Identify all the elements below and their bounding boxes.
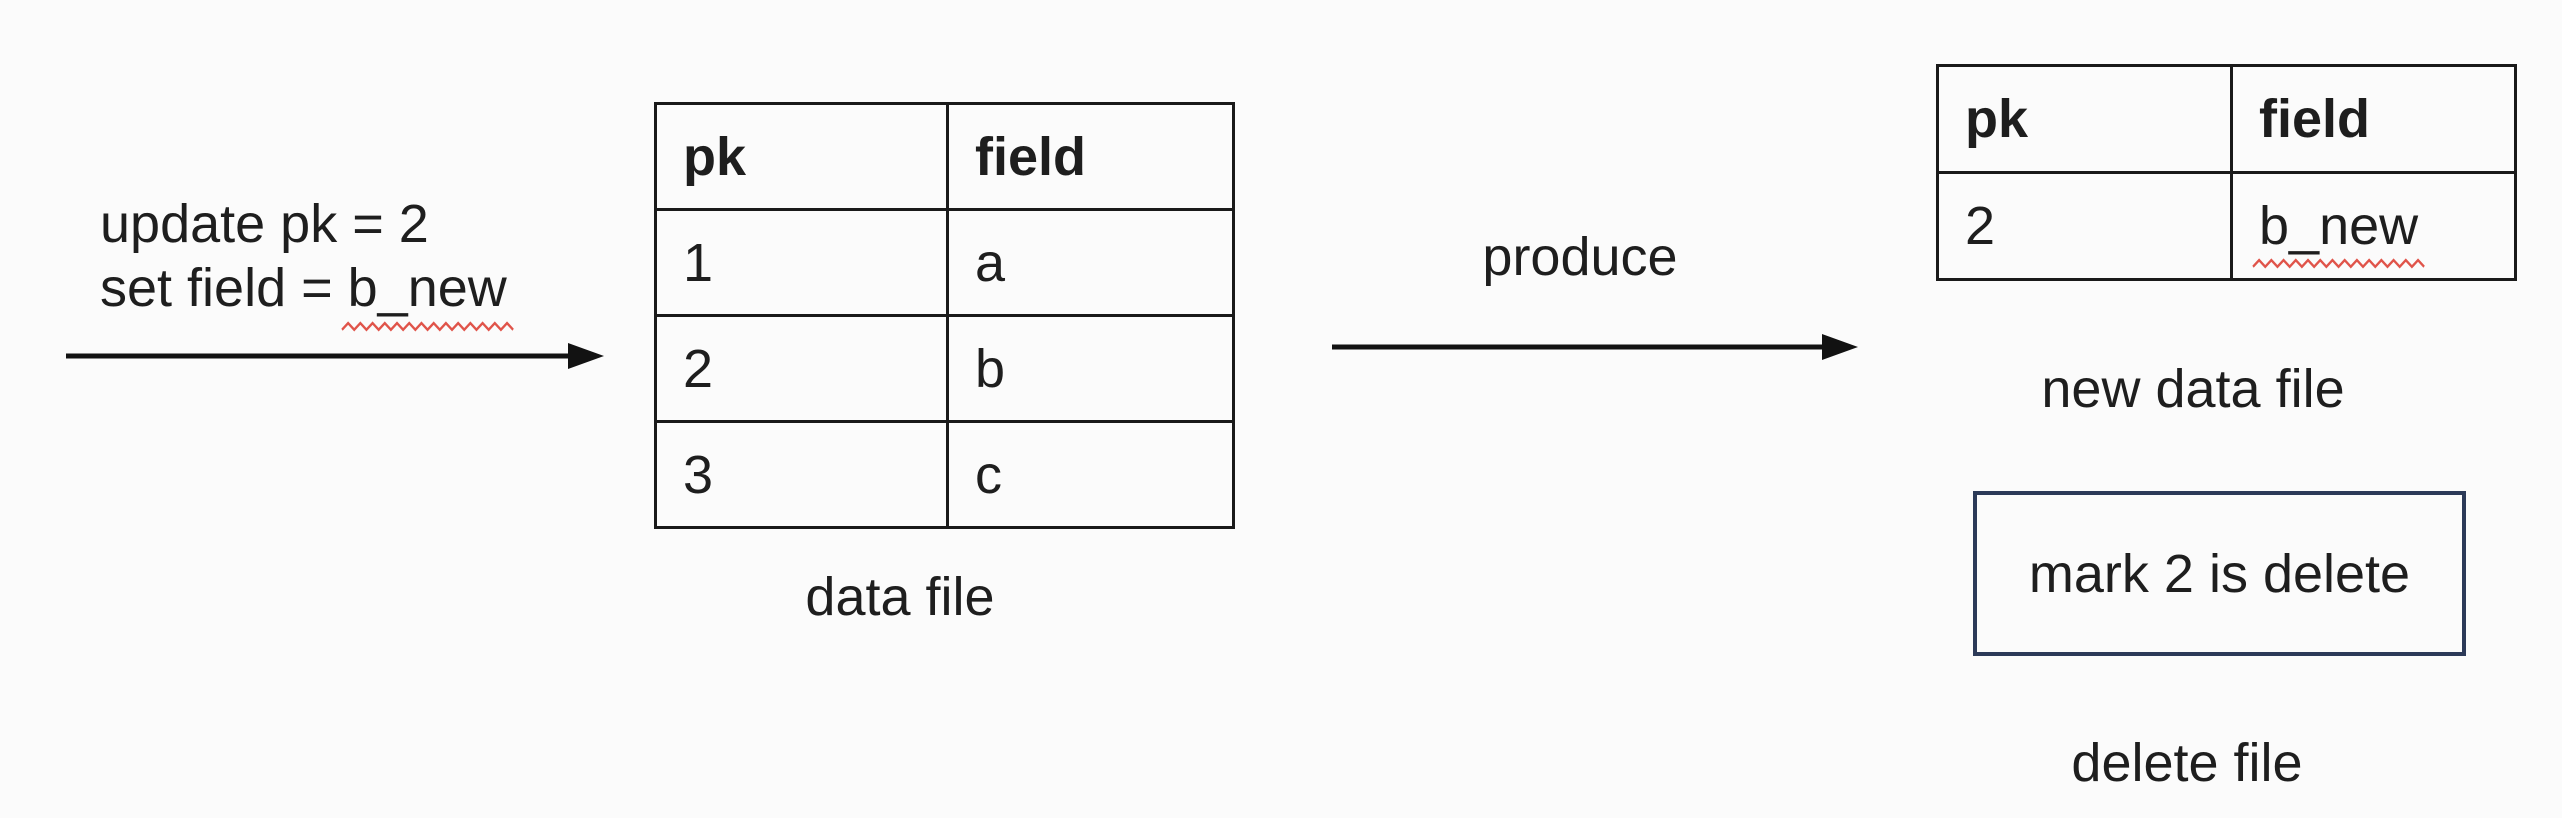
header-cell-pk: pk: [654, 102, 949, 211]
cell-pk: 2: [654, 314, 949, 423]
cell-pk: 3: [654, 420, 949, 529]
update-statement: update pk = 2 set field = b_new: [100, 192, 514, 332]
cell-pk: 1: [654, 208, 949, 317]
table-header-row: pk field: [654, 102, 1235, 211]
table-row: 2 b: [654, 314, 1235, 423]
produce-arrow: [1330, 329, 1858, 365]
cell-field: b_new: [2230, 171, 2517, 281]
produce-label: produce: [1482, 227, 1678, 287]
delete-marker-text: mark 2 is delete: [2028, 543, 2411, 604]
update-statement-line1: update pk = 2: [100, 194, 429, 254]
new-field-value-text: b_new: [2259, 196, 2419, 256]
header-cell-field: field: [2230, 64, 2517, 174]
delete-file-caption: delete file: [2071, 733, 2303, 793]
delete-marker-box: mark 2 is delete: [1973, 491, 2466, 656]
cell-field: a: [946, 208, 1235, 317]
update-arrow: [64, 338, 604, 374]
spellcheck-squiggle-icon: [2252, 258, 2425, 269]
new-field-misspelled-value: b_new: [2252, 195, 2425, 269]
update-arrow-icon: [66, 343, 604, 369]
table-header-row: pk field: [1936, 64, 2517, 174]
update-statement-misspelled-value: b_new: [340, 256, 514, 332]
update-statement-line2: set field = b_new: [100, 256, 514, 332]
data-file-caption: data file: [805, 567, 995, 627]
table-row: 1 a: [654, 208, 1235, 317]
update-statement-line2-prefix: set field =: [100, 258, 348, 318]
cell-pk: 2: [1936, 171, 2233, 281]
cell-field: c: [946, 420, 1235, 529]
produce-arrow-icon: [1332, 334, 1858, 360]
header-cell-field: field: [946, 102, 1235, 211]
new-data-file-caption: new data file: [2041, 359, 2345, 419]
table-row: 2 b_new: [1936, 171, 2517, 281]
cell-field: b: [946, 314, 1235, 423]
new-data-file-table: pk field 2 b_new: [1936, 64, 2517, 281]
spellcheck-squiggle-icon: [340, 321, 514, 332]
data-file-table: pk field 1 a 2 b 3 c: [654, 102, 1235, 529]
update-statement-value-text: b_new: [347, 258, 507, 318]
header-cell-pk: pk: [1936, 64, 2233, 174]
table-row: 3 c: [654, 420, 1235, 529]
